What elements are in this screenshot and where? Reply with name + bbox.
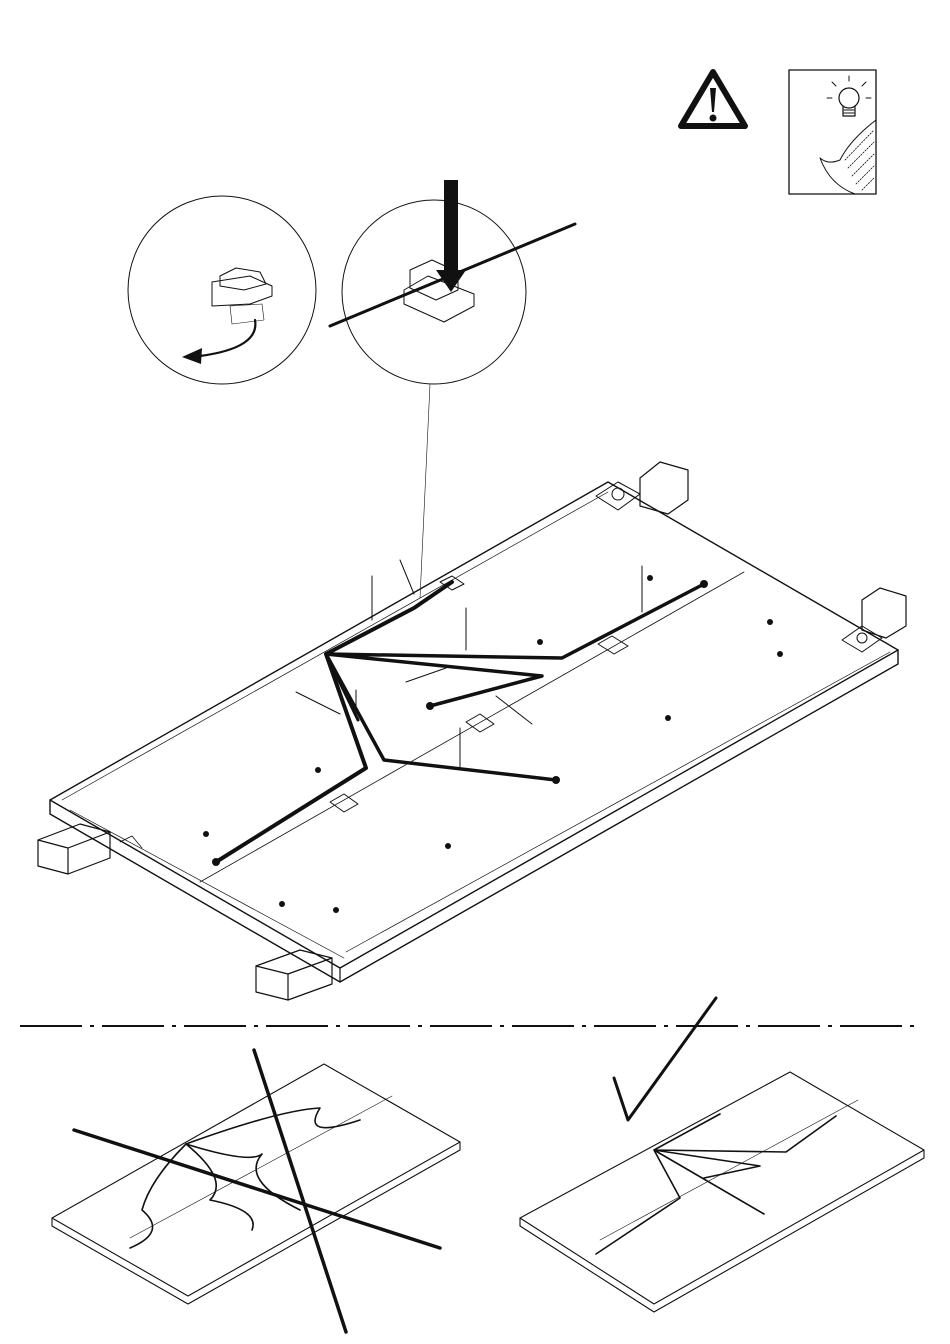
screw-holes [203, 575, 783, 913]
wrong-example [52, 1050, 460, 1332]
cable-ends [212, 580, 708, 866]
adhesive-clip-peel [212, 268, 272, 324]
cable-routing [216, 582, 704, 862]
curved-arrow-icon [182, 320, 255, 364]
leader-line [420, 384, 430, 598]
support-block-back-top [640, 462, 688, 514]
down-arrow-icon [436, 180, 466, 292]
warning-triangle-icon [681, 72, 745, 126]
panel-board [50, 482, 898, 982]
detail-circle-2 [330, 180, 575, 598]
check-mark-icon [614, 998, 716, 1120]
detail-circle-1 [128, 196, 316, 384]
lightbulb-tip-icon [789, 70, 876, 194]
cross-mark-icon [74, 1050, 440, 1332]
main-drawing [38, 462, 906, 1000]
panel-divider [200, 572, 744, 882]
support-block-front-left [38, 824, 110, 874]
clip-pointer-arrows [296, 560, 642, 768]
correct-example [520, 998, 924, 1312]
